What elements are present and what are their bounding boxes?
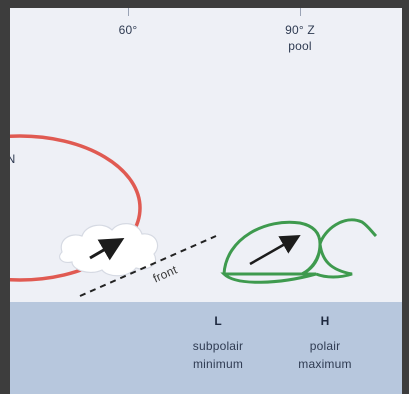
label-pole: pool xyxy=(288,39,312,53)
label-90-degrees: 90° Z xyxy=(285,23,315,37)
tick-90 xyxy=(300,8,301,16)
diagram-shapes xyxy=(10,134,378,297)
label-edge-n: N xyxy=(10,152,16,166)
high-letter: H xyxy=(320,314,330,328)
high-label-line2: maximum xyxy=(298,357,352,371)
polar-high-shape xyxy=(220,218,378,284)
tick-60 xyxy=(128,8,129,16)
low-label-line2: minimum xyxy=(192,357,244,371)
subpolar-low-ellipse xyxy=(10,134,142,282)
pressure-band xyxy=(10,302,402,394)
pressure-diagram: 60° 90° Z pool N front xyxy=(10,8,402,394)
wind-arrow-high xyxy=(249,235,301,266)
front-line xyxy=(79,235,217,297)
label-60-degrees: 60° xyxy=(118,23,138,37)
low-label-line1: subpolair xyxy=(192,339,244,353)
wind-arrow-low xyxy=(89,237,125,261)
low-letter: L xyxy=(214,314,222,328)
high-label-line1: polair xyxy=(309,339,341,353)
